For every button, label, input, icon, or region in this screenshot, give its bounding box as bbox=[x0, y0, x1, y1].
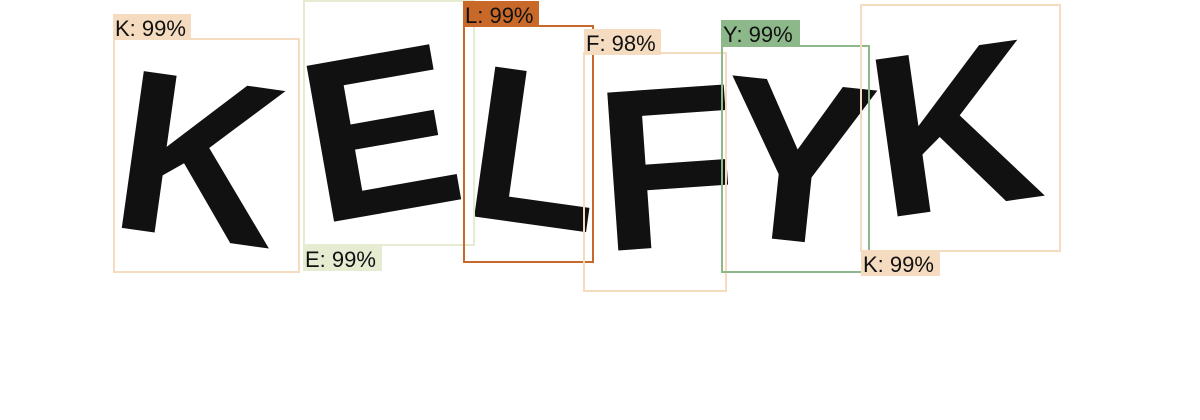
bounding-box bbox=[113, 38, 300, 273]
glyph-y: Y bbox=[707, 25, 886, 297]
label-background bbox=[861, 250, 940, 276]
detection-label: K: 99% bbox=[115, 16, 186, 41]
detection-6: K: 99% bbox=[860, 4, 1061, 277]
detection-1: K: 99% bbox=[113, 14, 300, 273]
bounding-box bbox=[303, 0, 475, 246]
detection-5: Y: 99% bbox=[721, 20, 870, 273]
detection-label: E: 99% bbox=[305, 247, 376, 272]
glyph-k-2: K bbox=[853, 0, 1053, 267]
glyph-k-1: K bbox=[100, 20, 300, 298]
label-background bbox=[303, 245, 382, 271]
label-background bbox=[721, 20, 800, 46]
glyph-f: F bbox=[588, 34, 746, 300]
detection-label: F: 98% bbox=[586, 31, 656, 56]
detection-2: E: 99% bbox=[303, 0, 475, 272]
label-background bbox=[463, 1, 539, 27]
detection-3: L: 99% bbox=[463, 1, 594, 263]
detection-4: F: 98% bbox=[583, 29, 727, 292]
detection-label: Y: 99% bbox=[723, 22, 793, 47]
label-background bbox=[584, 29, 661, 55]
detection-label: L: 99% bbox=[465, 3, 534, 28]
bounding-box bbox=[860, 4, 1061, 252]
label-background bbox=[113, 14, 191, 40]
detection-label: K: 99% bbox=[863, 252, 934, 277]
